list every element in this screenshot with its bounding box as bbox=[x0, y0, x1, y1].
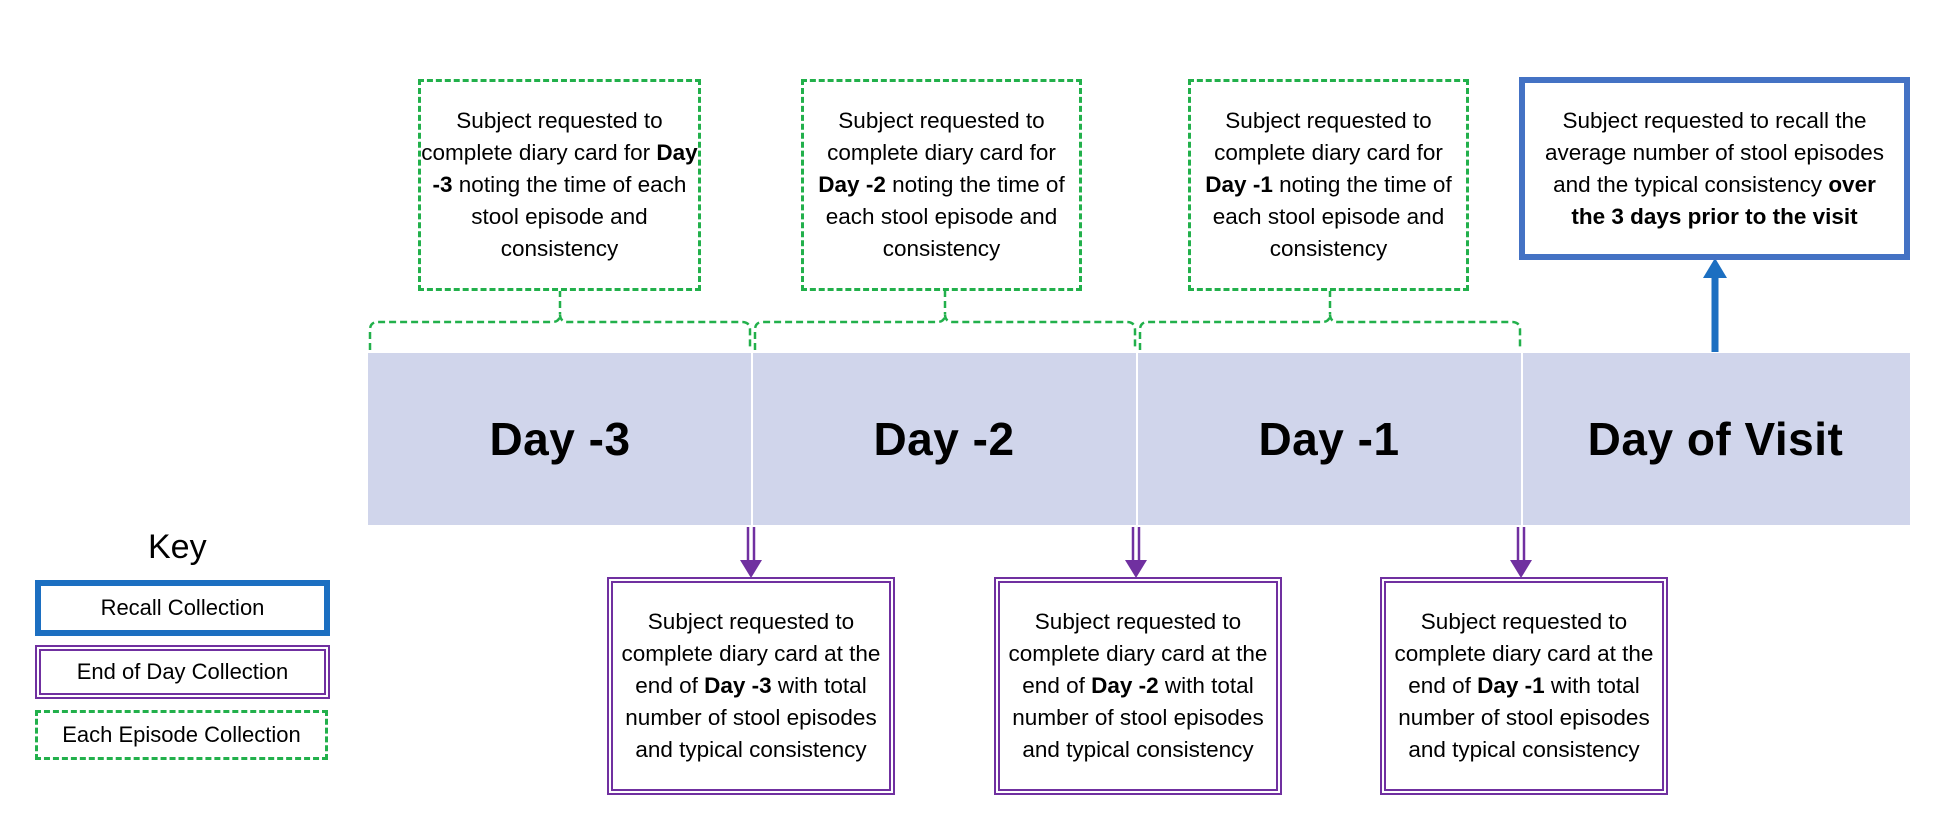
eod-arrowhead-day-minus-2 bbox=[1125, 560, 1147, 578]
day-label-visit: Day of Visit bbox=[1587, 413, 1844, 465]
bracket-day-minus-2 bbox=[753, 313, 1137, 350]
end-of-day-box-day-minus-2: Subject requested to complete diary card… bbox=[994, 577, 1282, 795]
end-of-day-text: Subject requested to complete diary card… bbox=[1394, 609, 1654, 762]
end-of-day-box-day-minus-3: Subject requested to complete diary card… bbox=[607, 577, 895, 795]
key-each-episode-label: Each Episode Collection bbox=[62, 722, 301, 747]
bracket-day-minus-3 bbox=[368, 313, 752, 350]
key-each-episode-collection: Each Episode Collection bbox=[35, 710, 328, 760]
recall-box-day-of-visit: Subject requested to recall the average … bbox=[1519, 77, 1910, 260]
key-recall-label: Recall Collection bbox=[100, 595, 265, 620]
episode-box-day-minus-1: Subject requested to complete diary card… bbox=[1188, 79, 1469, 291]
episode-text: Subject requested to complete diary card… bbox=[818, 108, 1065, 261]
episode-box-day-minus-3: Subject requested to complete diary card… bbox=[418, 79, 701, 291]
key-recall-collection: Recall Collection bbox=[35, 580, 330, 636]
end-of-day-box-day-minus-1: Subject requested to complete diary card… bbox=[1380, 577, 1668, 795]
day-divider bbox=[751, 353, 753, 525]
day-label-minus-3: Day -3 bbox=[489, 413, 631, 465]
day-label-minus-1: Day -1 bbox=[1258, 413, 1400, 465]
key-title: Key bbox=[148, 528, 207, 566]
day-divider bbox=[1136, 353, 1138, 525]
day-label-minus-2: Day -2 bbox=[873, 413, 1015, 465]
episode-box-day-minus-2: Subject requested to complete diary card… bbox=[801, 79, 1082, 291]
recall-arrowhead bbox=[1703, 258, 1727, 278]
timeline-band bbox=[368, 353, 1910, 525]
episode-text: Subject requested to complete diary card… bbox=[421, 108, 698, 261]
end-of-day-text: Subject requested to complete diary card… bbox=[1008, 609, 1268, 762]
eod-arrowhead-day-minus-3 bbox=[740, 560, 762, 578]
bracket-day-minus-1 bbox=[1138, 313, 1522, 350]
recall-text: Subject requested to recall the average … bbox=[1545, 107, 1884, 229]
day-divider bbox=[1521, 353, 1523, 525]
end-of-day-text: Subject requested to complete diary card… bbox=[621, 609, 881, 762]
key-end-of-day-label: End of Day Collection bbox=[76, 659, 289, 684]
key-end-of-day-collection: End of Day Collection bbox=[35, 645, 330, 699]
episode-text: Subject requested to complete diary card… bbox=[1205, 108, 1452, 261]
eod-arrowhead-day-minus-1 bbox=[1510, 560, 1532, 578]
